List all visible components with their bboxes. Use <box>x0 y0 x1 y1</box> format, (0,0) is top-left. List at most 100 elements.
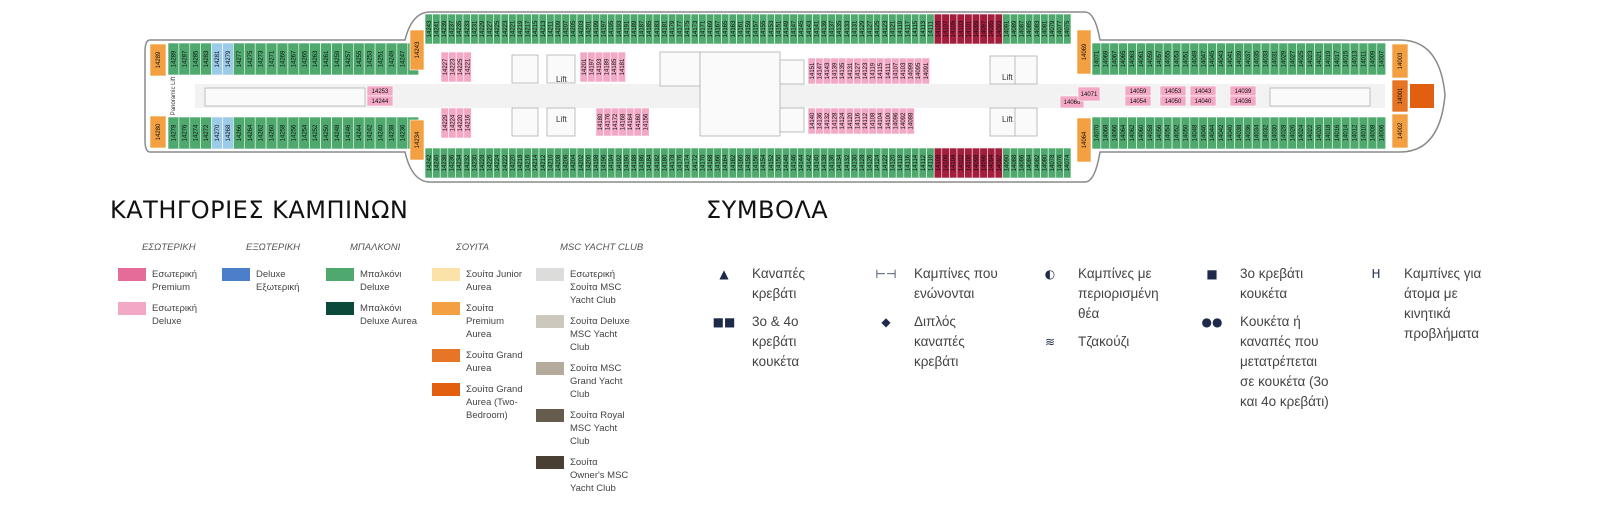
cabin-number: 14017 <box>1335 50 1341 67</box>
cabin-14096: 14096 <box>979 147 988 179</box>
cabin-number: 14014 <box>1344 124 1350 141</box>
cabin-14229: 14229 <box>477 13 487 45</box>
cabin-14070: 14070 <box>1091 116 1102 150</box>
cabin-number: 14001 <box>1398 87 1404 104</box>
cabin-14087: 14087 <box>1017 13 1026 45</box>
cabin-number: 14031 <box>1272 50 1278 67</box>
cabin-14211: 14211 <box>546 13 555 45</box>
cabin-number: 14234 <box>457 154 463 171</box>
half-circle-icon: ◐ <box>1044 267 1056 281</box>
cabin-14179: 14179 <box>667 13 677 45</box>
cabin-number: 14213 <box>541 20 547 37</box>
cabin-number: 14105 <box>951 20 957 37</box>
bow-grand-suite <box>1410 84 1434 108</box>
cabin-14043: 14043 <box>1189 85 1217 97</box>
cabin-14268: 14268 <box>222 116 234 150</box>
cabin-number: 14103 <box>901 62 907 79</box>
symbol-label: 3ο & 4ο κρεβάτι κουκέτα <box>752 314 800 369</box>
cabin-number: 14115 <box>878 62 884 79</box>
cabin-14191: 14191 <box>622 13 631 45</box>
cabin-14221: 14221 <box>463 51 472 83</box>
symbol-item: ■■ 3ο & 4ο κρεβάτι κουκέτα <box>708 312 844 372</box>
cabin-14156: 14156 <box>751 147 760 179</box>
cabin-number: 14112 <box>863 112 869 129</box>
cabin-14076: 14076 <box>1055 147 1064 179</box>
cabin-number: 14043 <box>1219 50 1225 67</box>
cabin-box <box>1189 95 1217 107</box>
cabin-number: 14161 <box>738 20 744 37</box>
cabin-number: 14067 <box>1112 50 1118 67</box>
cabin-14230: 14230 <box>470 147 479 179</box>
category-label: Deluxe Εξωτερική <box>256 269 300 293</box>
category-heading: ΕΣΩΤΕΡΙΚΗ <box>142 242 196 253</box>
cabin-14063: 14063 <box>1127 42 1137 76</box>
cabin-14283: 14283 <box>200 42 212 76</box>
cabin-14058: 14058 <box>1145 116 1155 150</box>
cabin-14124: 14124 <box>873 147 882 179</box>
cabin-14285: 14285 <box>189 42 202 76</box>
cabin-14262: 14262 <box>254 116 267 150</box>
cabin-14125: 14125 <box>873 13 882 45</box>
cabin-box <box>1391 79 1409 113</box>
cabin-number: 14040 <box>1228 124 1234 141</box>
cabin-14039: 14039 <box>1229 85 1257 97</box>
cabin-14124: 14124 <box>838 107 847 135</box>
cabin-number: 14229 <box>443 114 449 131</box>
cabin-14031: 14031 <box>1269 42 1280 76</box>
cabin-14206: 14206 <box>561 147 570 179</box>
cabin-number: 14104 <box>951 154 957 171</box>
category-item: Εσωτερική Deluxe <box>118 302 214 328</box>
cabin-14057: 14057 <box>1154 42 1164 76</box>
cabin-14118: 14118 <box>895 147 905 179</box>
cabin-14136: 14136 <box>827 147 836 179</box>
cabin-14074: 14074 <box>1063 147 1072 179</box>
cabin-14065: 14065 <box>1118 42 1128 76</box>
cabin-14182: 14182 <box>652 147 661 179</box>
cabin-14053: 14053 <box>1159 85 1187 97</box>
cabin-number: 14139 <box>822 20 828 37</box>
cabin-14101: 14101 <box>964 13 973 45</box>
cabin-number: 14168 <box>708 154 714 171</box>
cabin-number: 14283 <box>204 50 210 67</box>
cabin-number: 14179 <box>670 20 676 37</box>
cabin-14098: 14098 <box>971 147 981 179</box>
cabin-14199: 14199 <box>591 13 601 45</box>
cabin-number: 14106 <box>944 154 950 171</box>
category-item: Σουίτα Grand Aurea (Two-Bedroom) <box>432 383 528 422</box>
cabin-14069: 14069 <box>1100 42 1111 76</box>
cabin-number: 14111 <box>886 62 892 78</box>
cabin-14173: 14173 <box>690 13 699 45</box>
cabin-14128: 14128 <box>857 147 867 179</box>
cabin-number: 14156 <box>643 113 649 130</box>
cabin-number: 14107 <box>893 62 899 79</box>
cabin-number: 14239 <box>442 20 448 37</box>
cabin-14026: 14026 <box>1287 116 1298 150</box>
cabin-14220: 14220 <box>455 107 465 139</box>
cabin-14071: 14071 <box>1077 86 1101 102</box>
cabin-number: 14037 <box>1246 50 1252 67</box>
cabin-number: 14036 <box>1246 124 1252 141</box>
cabin-number: 14089 <box>1012 20 1018 37</box>
cabin-number: 14136 <box>830 154 836 171</box>
cabin-14142: 14142 <box>804 147 813 179</box>
category-swatch <box>432 383 460 396</box>
cabin-14289: 14289 <box>149 43 167 77</box>
category-swatch <box>326 268 354 281</box>
cabin-number: 14263 <box>313 50 319 67</box>
cabin-number: 14068 <box>1103 124 1109 141</box>
cabin-number: 14145 <box>799 20 805 37</box>
cabin-14067: 14067 <box>1109 42 1120 76</box>
cabin-14278: 14278 <box>167 116 180 150</box>
cabin-number: 14158 <box>746 154 752 171</box>
cabin-14015: 14015 <box>1340 42 1351 76</box>
category-label: Εσωτερική Deluxe <box>152 303 198 327</box>
cabin-number: 14230 <box>472 154 478 171</box>
cabin-number: 14025 <box>1299 50 1305 67</box>
cabin-14128: 14128 <box>830 107 839 135</box>
double-square-icon: ■■ <box>712 315 736 329</box>
symbol-label: Τζακούζι <box>1078 334 1130 349</box>
cabin-14248: 14248 <box>331 116 343 150</box>
cabin-14082: 14082 <box>1032 147 1041 179</box>
cabin-number: 14140 <box>810 112 816 129</box>
cabin-14064: 14064 <box>1076 117 1092 163</box>
